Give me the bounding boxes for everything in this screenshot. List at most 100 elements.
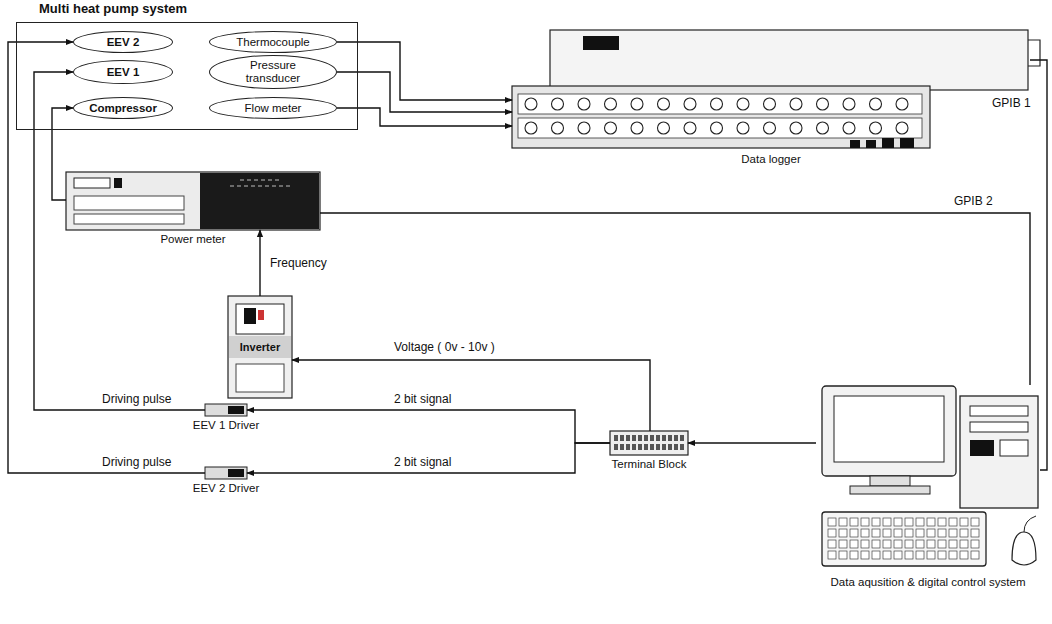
key bbox=[960, 551, 968, 559]
terminal-hole bbox=[552, 98, 564, 110]
key bbox=[861, 540, 869, 548]
meter-keys bbox=[74, 196, 184, 210]
node-label: Inverter bbox=[228, 341, 292, 353]
sensor-oval: Pressure transducer bbox=[209, 55, 337, 89]
key bbox=[839, 540, 847, 548]
monitor-stand bbox=[870, 476, 910, 486]
inverter-display bbox=[244, 308, 256, 324]
key bbox=[872, 551, 880, 559]
key bbox=[894, 540, 902, 548]
connector bbox=[247, 410, 610, 443]
key bbox=[883, 551, 891, 559]
connector-label: Driving pulse bbox=[100, 392, 173, 406]
connector-label: GPIB 2 bbox=[952, 194, 995, 208]
connector bbox=[688, 442, 816, 443]
eev-driver: EEV 1 Driver bbox=[205, 404, 247, 416]
connector-label: 2 bit signal bbox=[392, 455, 453, 469]
terminal-hole bbox=[525, 122, 537, 134]
monitor-base bbox=[850, 486, 930, 494]
monitor bbox=[822, 386, 956, 476]
driver-panel bbox=[228, 406, 244, 414]
key bbox=[971, 529, 979, 537]
key bbox=[894, 551, 902, 559]
terminal-screw bbox=[650, 435, 654, 441]
key bbox=[894, 529, 902, 537]
connector bbox=[320, 213, 1030, 385]
key bbox=[927, 551, 935, 559]
mouse-cable bbox=[1024, 516, 1036, 532]
control-computer: Data aqusition & digital control system bbox=[816, 385, 1040, 573]
inverter-front bbox=[236, 304, 284, 334]
terminal-hole bbox=[896, 122, 908, 134]
connector bbox=[337, 108, 512, 126]
component-oval: EEV 2 bbox=[73, 31, 173, 53]
terminal-hole bbox=[870, 98, 882, 110]
key bbox=[916, 540, 924, 548]
terminal-screw bbox=[674, 435, 678, 441]
logger-button bbox=[900, 138, 914, 148]
logger-row bbox=[518, 94, 922, 114]
terminal-screw bbox=[644, 435, 648, 441]
terminal-hole bbox=[843, 122, 855, 134]
key bbox=[938, 540, 946, 548]
key bbox=[905, 551, 913, 559]
logger-handle bbox=[1028, 40, 1040, 66]
terminal-hole bbox=[817, 122, 829, 134]
terminal-screw bbox=[638, 435, 642, 441]
meter-button bbox=[114, 178, 122, 188]
key bbox=[927, 518, 935, 526]
terminal-screw bbox=[614, 435, 618, 441]
key bbox=[828, 540, 836, 548]
node-label: Flow meter bbox=[239, 102, 308, 115]
key bbox=[927, 540, 935, 548]
terminal-holes bbox=[525, 98, 908, 134]
computer-figure bbox=[822, 386, 1038, 566]
inverter: Inverter bbox=[228, 296, 292, 398]
system-frame: Multi heat pump systemEEV 2ThermocoupleE… bbox=[16, 22, 358, 130]
key bbox=[971, 518, 979, 526]
driver-case bbox=[205, 404, 247, 416]
drive-bay bbox=[970, 422, 1028, 432]
logger-button bbox=[882, 138, 894, 148]
logger-row bbox=[518, 118, 922, 138]
key bbox=[905, 518, 913, 526]
terminal-hole bbox=[605, 122, 617, 134]
terminal-hole bbox=[684, 98, 696, 110]
key bbox=[949, 518, 957, 526]
terminal-screw bbox=[620, 435, 624, 441]
connector bbox=[292, 360, 650, 431]
meter-display bbox=[74, 178, 110, 188]
keyboard bbox=[822, 512, 986, 566]
terminal-case bbox=[610, 431, 688, 455]
meter-case bbox=[66, 172, 320, 230]
terminal-screw bbox=[662, 435, 666, 441]
terminal-screw bbox=[626, 435, 630, 441]
sensor-oval: Thermocouple bbox=[209, 31, 337, 53]
terminal-hole bbox=[631, 122, 643, 134]
inverter-base bbox=[236, 364, 284, 392]
terminal-screw bbox=[650, 444, 654, 450]
logger-button bbox=[850, 140, 860, 148]
terminal-hole bbox=[631, 98, 643, 110]
component-oval: EEV 1 bbox=[73, 60, 173, 84]
terminal-screw bbox=[656, 444, 660, 450]
key bbox=[828, 529, 836, 537]
key bbox=[960, 518, 968, 526]
node-label: Pressure transducer bbox=[225, 59, 321, 84]
key bbox=[949, 540, 957, 548]
key bbox=[927, 529, 935, 537]
terminal-screw bbox=[674, 444, 678, 450]
node-label: EEV 2 Driver bbox=[193, 482, 259, 494]
key bbox=[850, 551, 858, 559]
key bbox=[839, 551, 847, 559]
terminal-hole bbox=[764, 98, 776, 110]
key bbox=[861, 551, 869, 559]
node-label: Multi heat pump system bbox=[39, 1, 187, 16]
drive-bay bbox=[970, 406, 1028, 416]
sensor-oval: Flow meter bbox=[209, 97, 337, 119]
key bbox=[872, 529, 880, 537]
inverter-band bbox=[229, 336, 291, 358]
meter-keys bbox=[74, 214, 184, 224]
terminal-hole bbox=[817, 98, 829, 110]
